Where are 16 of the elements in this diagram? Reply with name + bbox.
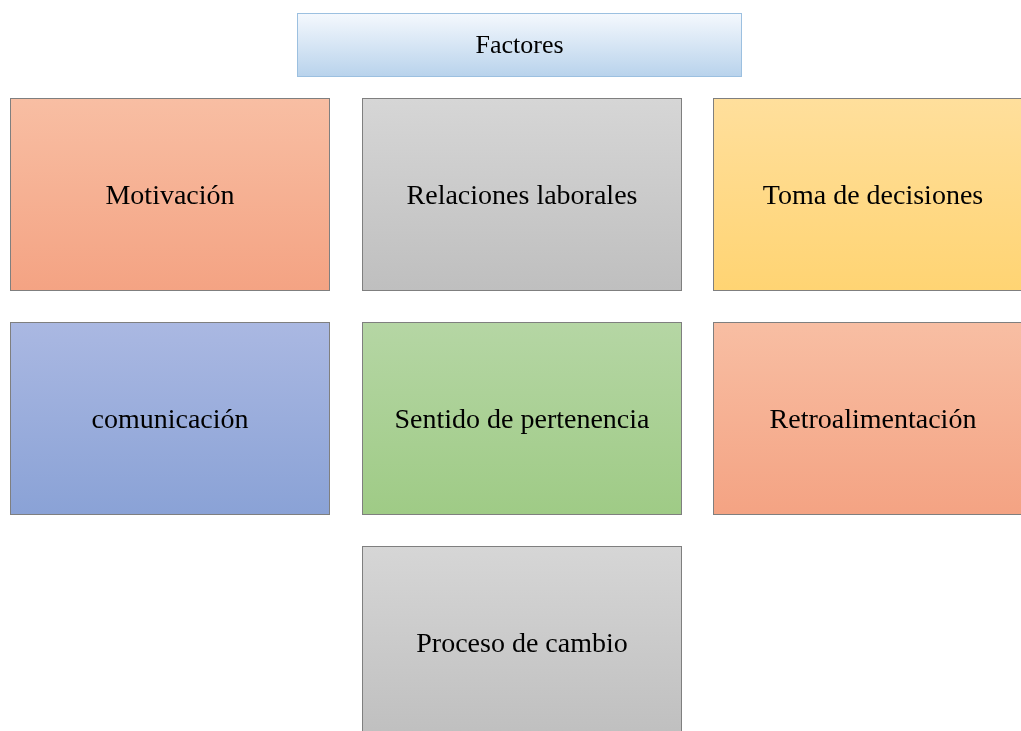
factor-label: Toma de decisiones — [762, 177, 984, 212]
factor-label: Relaciones laborales — [406, 177, 638, 212]
factor-label: Sentido de pertenencia — [394, 401, 650, 436]
factor-box — [362, 546, 682, 731]
heading-text: Factores — [475, 29, 564, 61]
factor-label: Proceso de cambio — [416, 625, 628, 660]
factor-box — [362, 98, 682, 291]
header-box — [297, 13, 742, 77]
factor-label: Retroalimentación — [769, 401, 977, 436]
factor-label: Motivación — [105, 177, 235, 212]
factor-box — [362, 322, 682, 515]
factor-box — [10, 322, 330, 515]
factor-box — [713, 98, 1021, 291]
factor-box — [713, 322, 1021, 515]
factor-box — [10, 98, 330, 291]
factor-label: comunicación — [91, 401, 249, 436]
